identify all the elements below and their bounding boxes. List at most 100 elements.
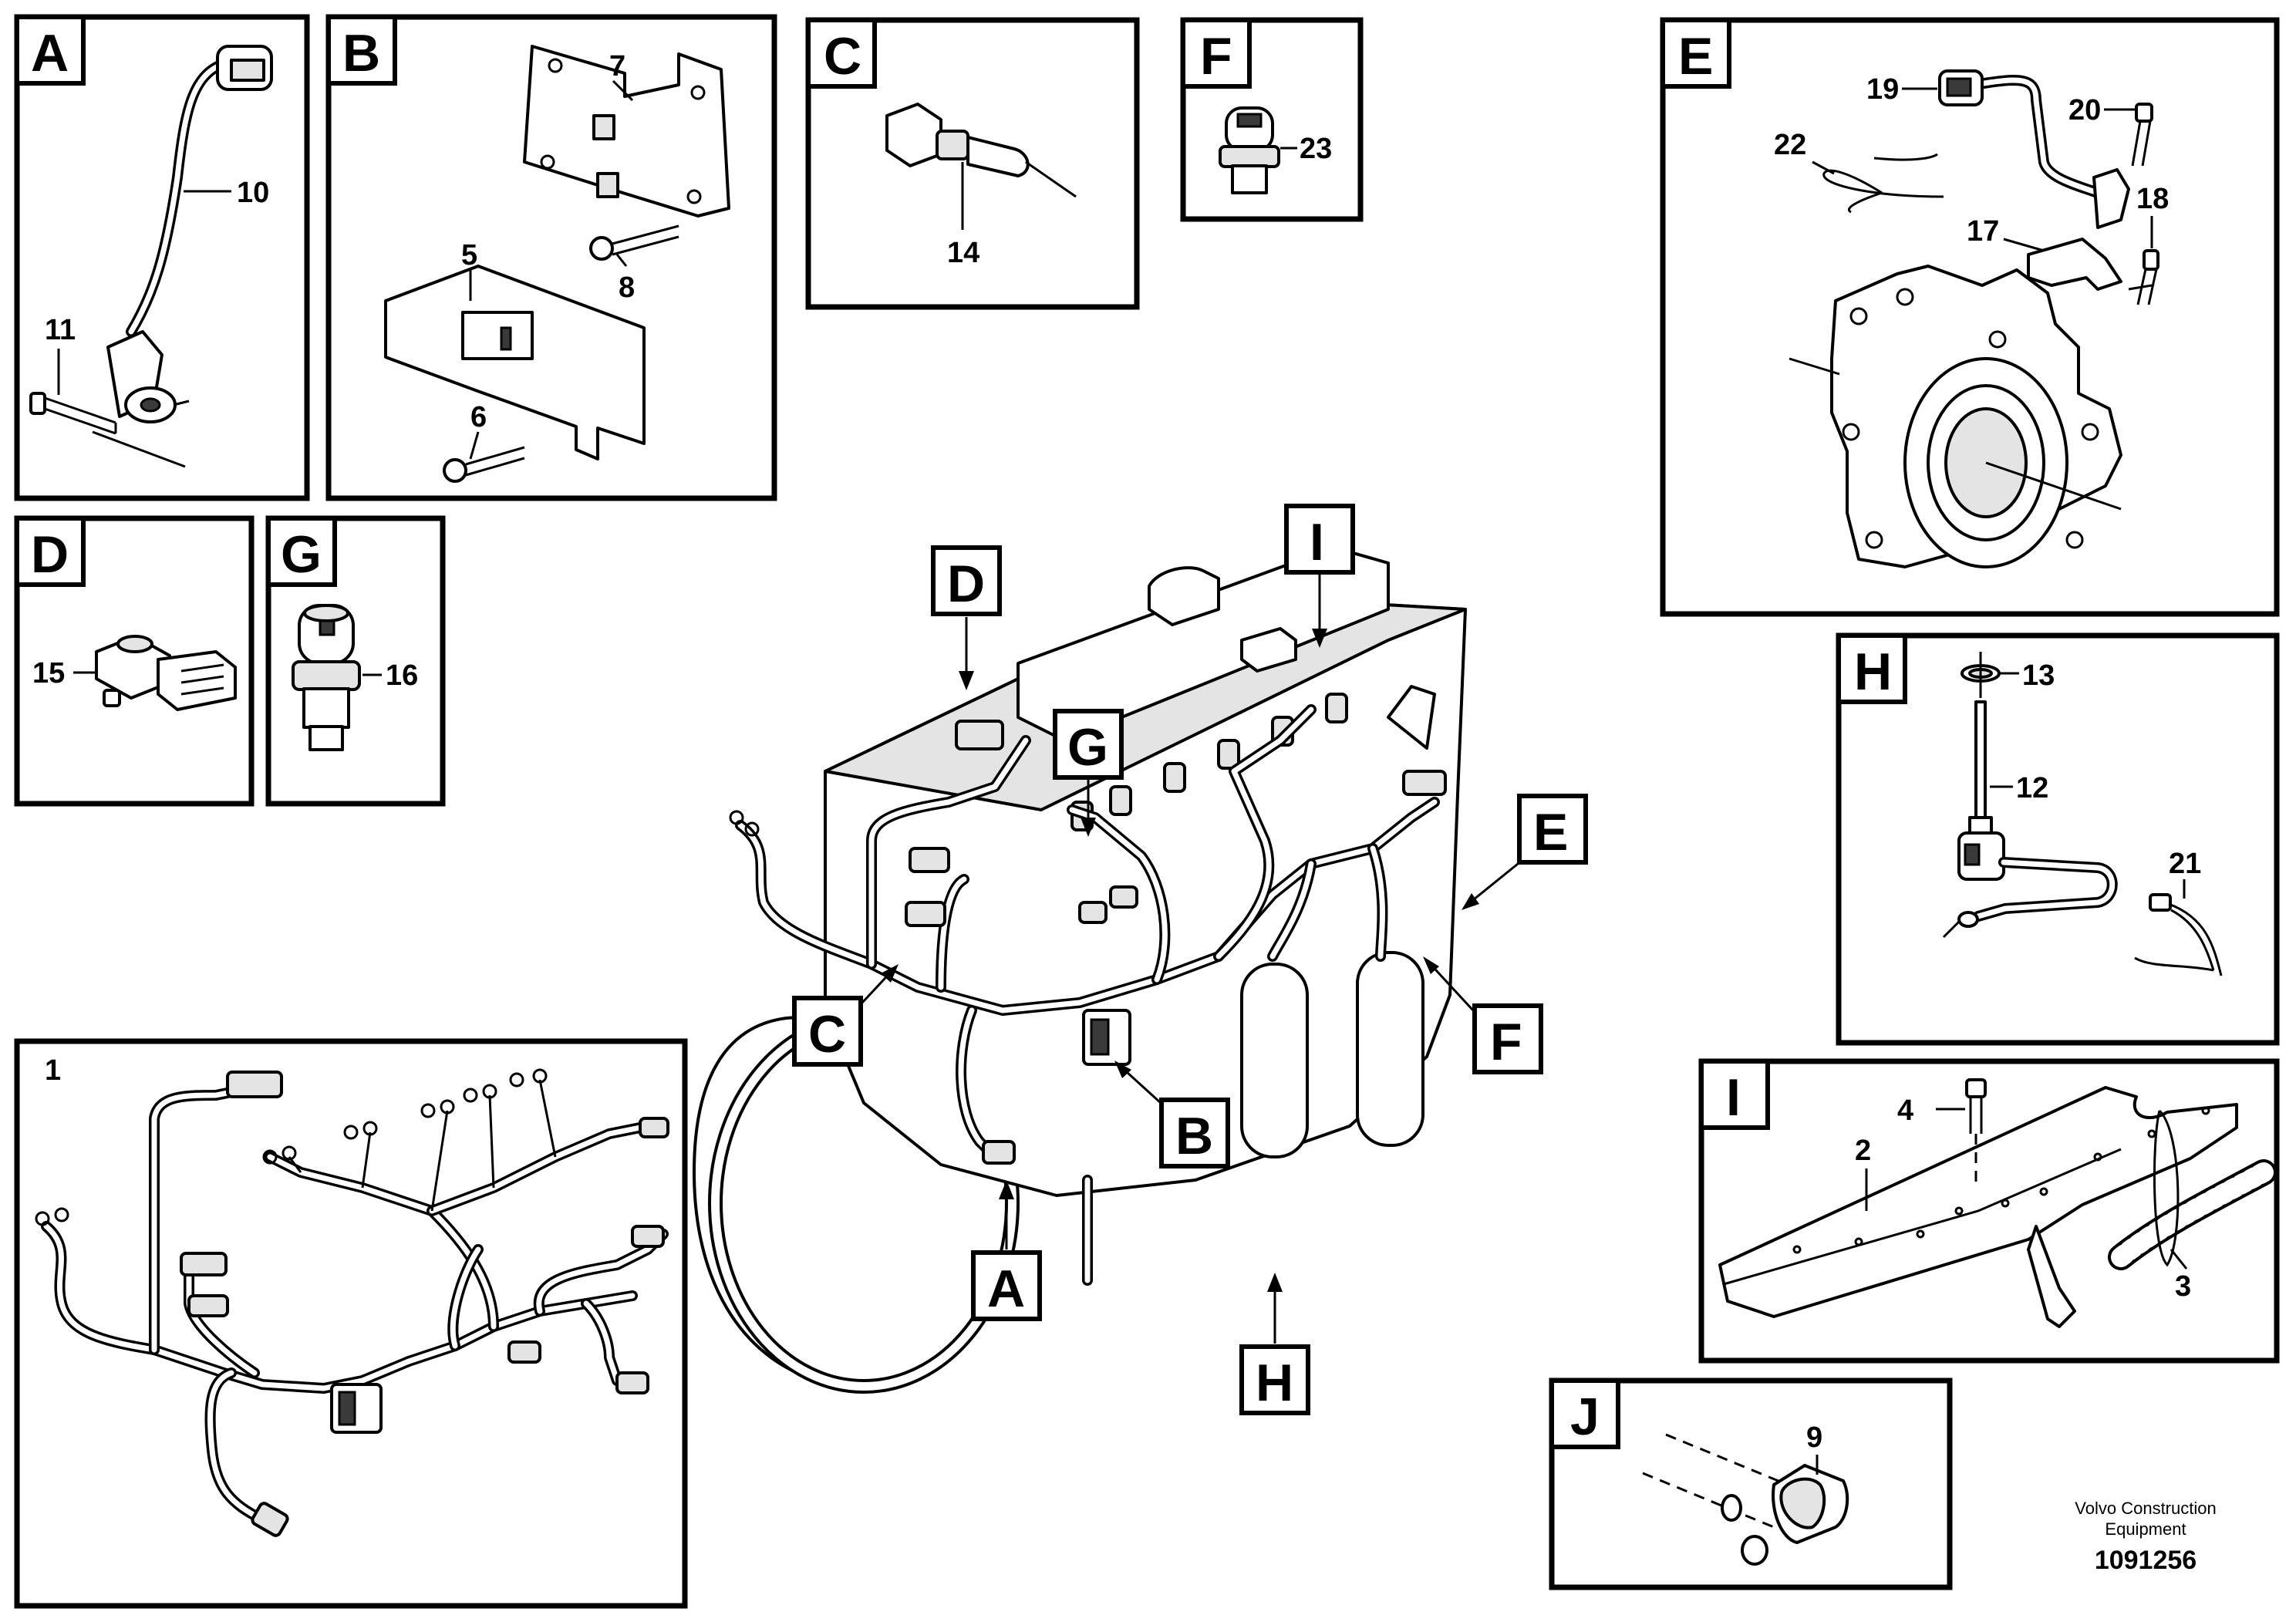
callout-15: 15 xyxy=(32,657,65,690)
callout-1: 1 xyxy=(45,1054,61,1087)
pressure-switch-23 xyxy=(1219,106,1280,194)
panel-c: C 14 xyxy=(805,17,1140,310)
panel-a: A 10 11 xyxy=(14,14,310,501)
brand-line-2: Equipment xyxy=(2105,1519,2186,1539)
panel-g-tag: G xyxy=(281,525,322,584)
pressure-sensor-15 xyxy=(95,635,237,711)
panel-j-tag-box xyxy=(1549,1378,1620,1449)
callout-13: 13 xyxy=(2022,659,2055,692)
panel-e: E xyxy=(1660,17,2280,617)
engine-tag-f: F xyxy=(1423,956,1543,1074)
callout-14: 14 xyxy=(947,237,979,269)
panel-c-tag: C xyxy=(824,27,861,86)
panel-f-tag: F xyxy=(1200,27,1232,86)
panel-i-tag-box xyxy=(1699,1059,1770,1130)
panel-a-tag-box xyxy=(15,15,86,86)
callout-10: 10 xyxy=(237,177,269,209)
footer: Volvo Construction Equipment 1091256 xyxy=(2075,1499,2216,1575)
panel-f: F 23 xyxy=(1180,17,1364,222)
engine-tag-e: E xyxy=(1462,794,1588,910)
svg-text:G: G xyxy=(1067,718,1108,777)
svg-text:D: D xyxy=(947,555,985,613)
callout-11: 11 xyxy=(45,314,76,346)
panel-j-tag: J xyxy=(1570,1388,1600,1446)
panel-f-tag-box xyxy=(1181,18,1252,89)
callout-21: 21 xyxy=(2169,848,2201,880)
panel-i-tag: I xyxy=(1726,1068,1741,1127)
oil-pressure-sensor-16 xyxy=(292,604,361,751)
screw-18 xyxy=(2136,249,2159,305)
callout-22: 22 xyxy=(1774,129,1806,161)
panel-g-tag-box xyxy=(266,516,337,587)
callout-4: 4 xyxy=(1897,1094,1913,1127)
panel-e-tag-box xyxy=(1660,18,1731,89)
mounting-bracket-7 xyxy=(523,45,730,218)
callout-16: 16 xyxy=(386,659,418,692)
cable-3 xyxy=(2108,1109,2277,1270)
bracket-17 xyxy=(2027,238,2153,291)
panel-h-tag: H xyxy=(1854,642,1892,701)
panel-b: B 7 5 8 6 xyxy=(325,14,777,501)
callout-23: 23 xyxy=(1300,133,1332,165)
panel-i: I 4 xyxy=(1698,1058,2280,1364)
cable-tie-21 xyxy=(2134,893,2223,976)
svg-text:E: E xyxy=(1533,803,1568,862)
svg-text:I: I xyxy=(1310,513,1324,572)
speed-sensor-with-cable xyxy=(92,45,273,468)
screw-20 xyxy=(2131,103,2153,167)
callout-2: 2 xyxy=(1855,1135,1871,1167)
callout-20: 20 xyxy=(2068,94,2101,126)
callout-8: 8 xyxy=(619,271,635,304)
panel-harness: 1 xyxy=(14,1038,688,1609)
engine-assembly xyxy=(693,546,1467,1394)
panel-h-tag-box xyxy=(1836,633,1907,704)
engine-tag-h: H xyxy=(1239,1273,1310,1415)
panel-d: D 15 xyxy=(14,515,255,807)
panel-d-tag-box xyxy=(15,516,86,587)
panel-b-tag: B xyxy=(342,24,380,83)
speed-sensor-19 xyxy=(1938,69,2130,229)
engine-tag-d: D xyxy=(931,545,1002,690)
panel-a-tag: A xyxy=(31,24,69,83)
screw-4 xyxy=(1965,1078,1987,1188)
svg-text:C: C xyxy=(808,1005,846,1064)
panel-j: J 9 xyxy=(1549,1378,1953,1590)
panel-h: H 13 12 21 xyxy=(1836,632,2280,1046)
svg-text:H: H xyxy=(1256,1354,1293,1412)
callout-18: 18 xyxy=(2136,183,2169,215)
svg-text:A: A xyxy=(987,1259,1025,1318)
wiring-harness-1 xyxy=(35,1068,669,1537)
screw-8 xyxy=(589,224,679,261)
engine-tag-g: G xyxy=(1053,709,1124,837)
cable-tie-22 xyxy=(1822,153,1944,214)
screw-6 xyxy=(443,446,525,483)
callout-5: 5 xyxy=(461,239,477,271)
timing-cover xyxy=(1789,265,2122,568)
panel-e-tag: E xyxy=(1678,27,1713,86)
callout-6: 6 xyxy=(470,401,487,433)
cable-bracket-2 xyxy=(1718,1086,2238,1328)
temperature-sensor-14 xyxy=(885,103,1077,198)
svg-text:F: F xyxy=(1490,1013,1522,1071)
panel-d-tag: D xyxy=(31,525,69,584)
engine-tag-i: I xyxy=(1284,504,1355,648)
level-sensor-12 xyxy=(1942,652,2118,939)
figure-number: 1091256 xyxy=(2095,1546,2197,1575)
engine-tag-a: A xyxy=(971,1180,1042,1321)
panel-b-tag-box xyxy=(326,15,397,86)
brand-line-1: Volvo Construction xyxy=(2075,1499,2216,1518)
callout-9: 9 xyxy=(1806,1421,1822,1454)
control-unit-5 xyxy=(384,265,646,460)
callout-7: 7 xyxy=(609,50,625,83)
engine-tag-c: C xyxy=(792,964,899,1067)
panel-g: G 16 xyxy=(265,515,446,807)
callout-17: 17 xyxy=(1967,215,1999,248)
engine-tag-b: B xyxy=(1114,1061,1230,1168)
panel-c-tag-box xyxy=(806,18,877,89)
screw-11 xyxy=(29,392,117,435)
sensor-9 xyxy=(1642,1433,1849,1566)
callout-19: 19 xyxy=(1866,73,1899,106)
svg-text:B: B xyxy=(1175,1107,1213,1165)
callout-3: 3 xyxy=(2175,1270,2191,1303)
